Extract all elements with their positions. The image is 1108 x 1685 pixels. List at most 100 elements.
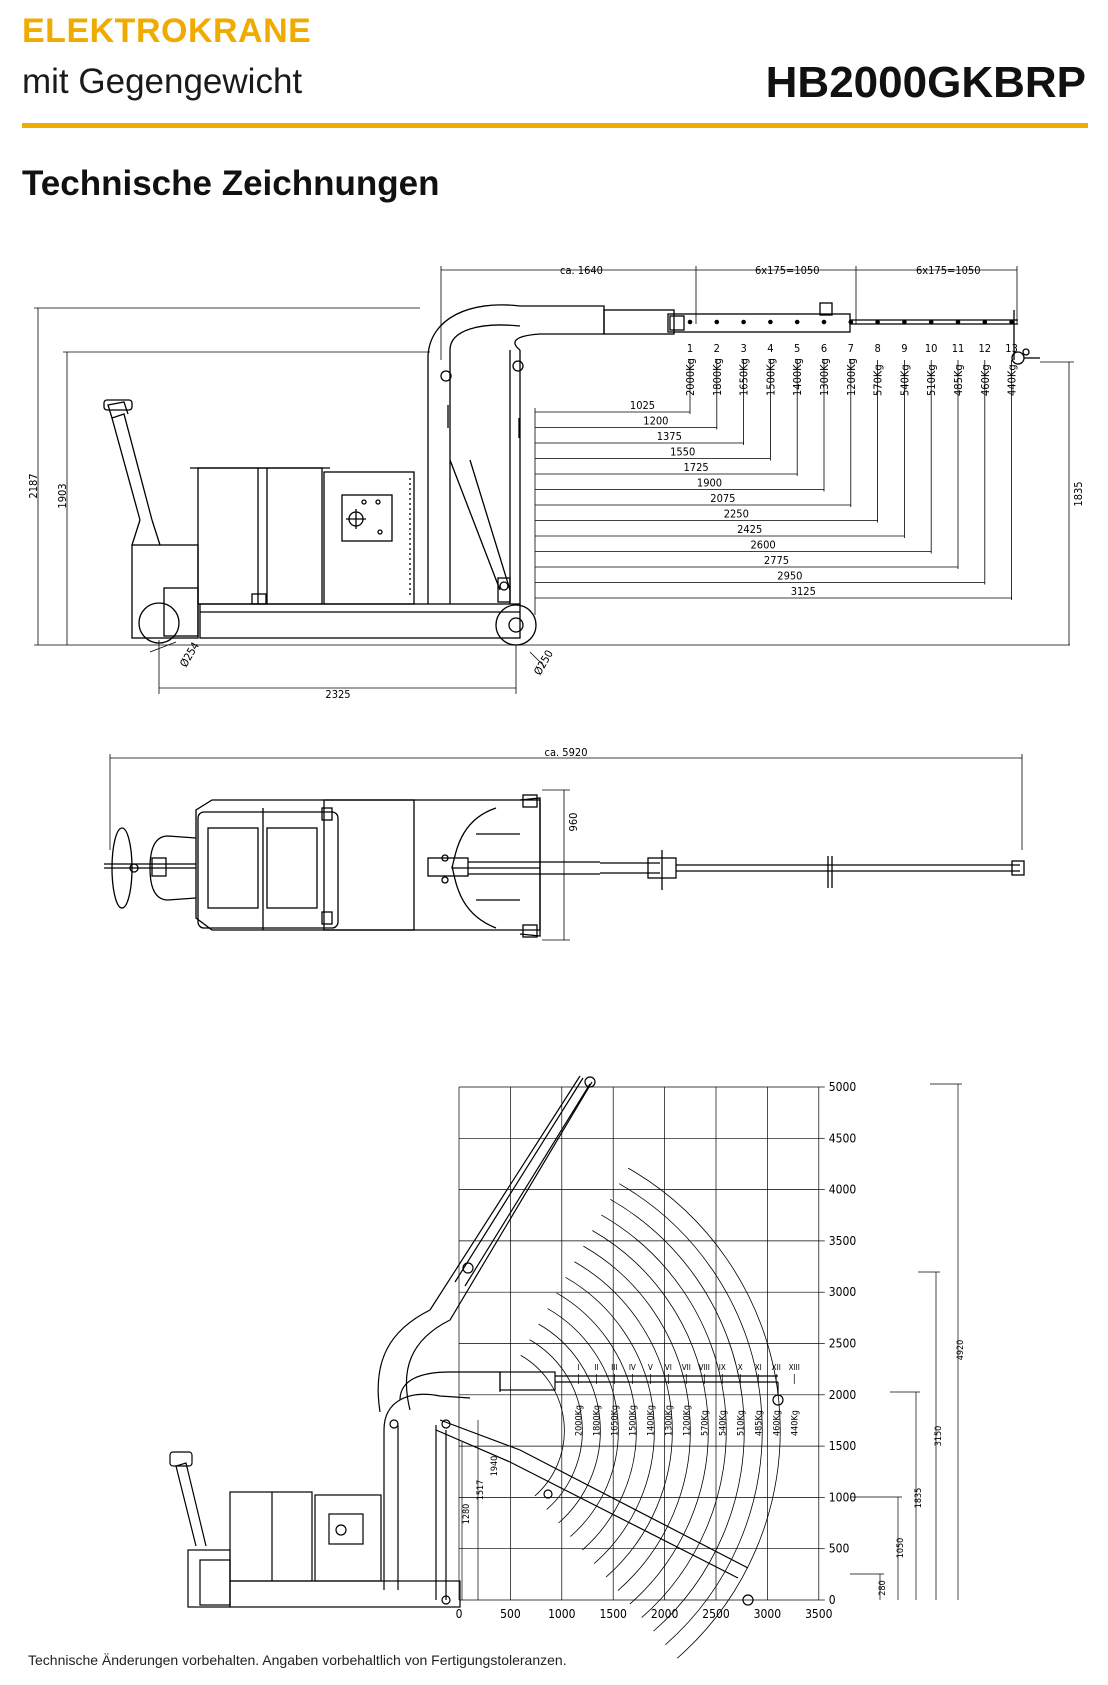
- footer-note: Technische Änderungen vorbehalten. Angab…: [28, 1652, 567, 1668]
- position-number: 2: [714, 342, 720, 355]
- boom-hole-2: [714, 319, 720, 325]
- category-subtitle: mit Gegengewicht: [22, 62, 303, 101]
- y-tick-label: 1000: [829, 1490, 857, 1504]
- position-load: 1300Kg: [818, 358, 831, 396]
- dim-boom-ext2: 6x175=1050: [916, 264, 981, 277]
- roman-position: XI: [755, 1363, 762, 1372]
- boom-hole-3: [741, 319, 746, 325]
- reach-arc: [592, 1230, 709, 1605]
- dim-boom-raised: 3150: [934, 1426, 944, 1447]
- y-tick-label: 3000: [829, 1285, 857, 1299]
- reach-arc: [610, 1198, 745, 1632]
- top-view-drawing: ca. 5920 960: [104, 746, 1025, 941]
- boom-hole-5: [794, 319, 800, 325]
- model-number: HB2000GKBRP: [765, 58, 1086, 107]
- position-load: 1400Kg: [791, 358, 804, 396]
- range-load: 510Kg: [736, 1410, 746, 1436]
- range-load: 1500Kg: [628, 1405, 638, 1436]
- section-title: Technische Zeichnungen: [22, 164, 440, 203]
- boom-hole-7: [848, 319, 854, 325]
- position-number: 5: [794, 342, 800, 355]
- crane-body-top: [104, 794, 1025, 938]
- reach-value: 1375: [657, 430, 682, 443]
- range-load: 2000Kg: [574, 1405, 584, 1436]
- range-load: 540Kg: [718, 1410, 728, 1436]
- reach-arc: [627, 1167, 781, 1659]
- roman-position: XIII: [789, 1363, 800, 1372]
- range-arcs: [520, 1167, 781, 1659]
- x-tick-label: 500: [500, 1607, 521, 1621]
- range-load: 1300Kg: [664, 1405, 674, 1436]
- dim-total-height: 2187: [27, 473, 40, 498]
- reach-value: 3125: [791, 585, 816, 598]
- position-load: 460Kg: [979, 364, 992, 396]
- dim-boom-height: 1903: [56, 483, 69, 508]
- roman-position: IX: [719, 1363, 726, 1372]
- range-load: 485Kg: [754, 1410, 764, 1436]
- range-load: 440Kg: [790, 1410, 800, 1436]
- reach-arc: [565, 1276, 655, 1564]
- reach-value: 2250: [724, 508, 749, 521]
- reach-arc: [520, 1355, 565, 1497]
- dim-boom-lowered: 1050: [896, 1538, 906, 1559]
- position-load: 1500Kg: [764, 358, 777, 396]
- position-load: 1650Kg: [738, 358, 751, 396]
- y-tick-label: 4000: [829, 1183, 857, 1197]
- range-load: 1650Kg: [610, 1405, 620, 1436]
- dim-min-hook: 280: [878, 1580, 888, 1595]
- range-load: 1800Kg: [592, 1405, 602, 1436]
- position-load: 440Kg: [1006, 364, 1019, 396]
- dim-max-hook-height: 4920: [956, 1340, 966, 1361]
- position-load: 485Kg: [952, 364, 965, 396]
- position-number: 3: [740, 342, 746, 355]
- y-tick-label: 2000: [829, 1388, 857, 1402]
- dim-left-2: 1517: [476, 1480, 486, 1501]
- boom-hole-10: [928, 319, 934, 325]
- roman-position: III: [611, 1363, 617, 1372]
- roman-position: XII: [772, 1363, 781, 1372]
- dim-front-wheel: Ø254: [177, 640, 202, 670]
- position-number: 6: [821, 342, 827, 355]
- reach-arc: [574, 1261, 673, 1578]
- y-tick-label: 5000: [829, 1080, 857, 1094]
- range-load: 570Kg: [700, 1410, 710, 1436]
- boom-hole-9: [902, 319, 907, 325]
- range-diagram: 5000450040003500300025002000150010005000…: [169, 1075, 966, 1659]
- roman-position: VII: [682, 1363, 691, 1372]
- x-tick-label: 3000: [754, 1607, 782, 1621]
- dim-wheelbase: 2325: [325, 688, 350, 701]
- boom-hole-12: [982, 319, 988, 325]
- y-tick-label: 4500: [829, 1131, 857, 1145]
- roman-position: VIII: [699, 1363, 710, 1372]
- reach-value: 2600: [751, 539, 776, 552]
- range-labels: 5000450040003500300025002000150010005000…: [456, 1080, 857, 1621]
- reach-value: 1025: [630, 399, 655, 412]
- dim-left-3: 1280: [462, 1504, 472, 1525]
- range-dimensions: [445, 1083, 962, 1600]
- y-tick-label: 2500: [829, 1337, 857, 1351]
- roman-position: X: [738, 1363, 743, 1372]
- position-load: 540Kg: [898, 364, 911, 396]
- reach-arc: [583, 1245, 691, 1591]
- position-load: 570Kg: [872, 364, 885, 396]
- dim-left-1: 1940: [490, 1456, 500, 1477]
- dim-boom-horizontal: 1835: [914, 1488, 924, 1509]
- dim-total-length: ca. 5920: [545, 746, 588, 759]
- crane-body-range: [169, 1075, 784, 1608]
- reach-arc: [538, 1323, 601, 1524]
- roman-position: II: [594, 1363, 598, 1372]
- y-tick-label: 1500: [829, 1439, 857, 1453]
- position-number: 13: [1005, 342, 1018, 355]
- boom-hole-11: [955, 319, 961, 325]
- boom-hole-4: [768, 319, 773, 325]
- range-load: 460Kg: [772, 1410, 782, 1436]
- reach-arc: [618, 1183, 763, 1645]
- roman-position: VI: [665, 1363, 672, 1372]
- header-divider: [22, 123, 1088, 128]
- position-number: 8: [874, 342, 880, 355]
- range-grid: [458, 1086, 825, 1601]
- position-number: 4: [767, 342, 773, 355]
- range-load: 1200Kg: [682, 1405, 692, 1436]
- position-number: 9: [901, 342, 907, 355]
- boom-hole-8: [875, 319, 880, 325]
